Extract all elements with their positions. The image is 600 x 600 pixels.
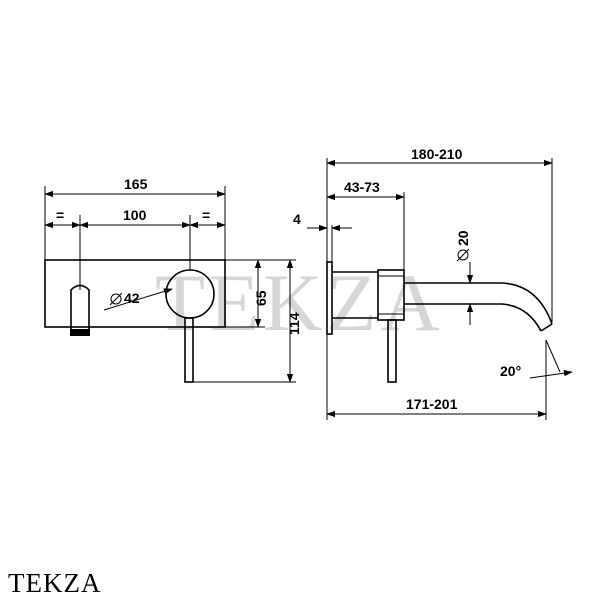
dim-plate-thickness: 4 [293, 211, 301, 227]
dim-centers: 100 [123, 207, 147, 223]
brand-logo-text: TEKZA [8, 568, 102, 598]
side-spout [404, 282, 553, 325]
side-view: 180-210 43-73 4 20 20° 171-201 [293, 146, 573, 420]
spout-outlet [70, 284, 90, 336]
dim-equal-right: = [202, 207, 210, 223]
dim-total-height: 114 [286, 312, 302, 335]
dim-equal-left: = [56, 207, 64, 223]
wall-plate [44, 259, 226, 328]
dim-total-length: 180-210 [411, 146, 463, 162]
dim-plate-height: 65 [253, 290, 269, 306]
front-view: 165 = 100 = 42 65 114 [44, 176, 302, 383]
watermark-text: TEKZA [155, 257, 444, 348]
side-lever [387, 319, 397, 383]
dim-spout-diameter: 20 [455, 230, 471, 246]
dim-spout-length: 171-201 [406, 396, 458, 412]
handle-lever [184, 317, 194, 383]
dim-handle-diameter: 42 [124, 290, 140, 306]
spout-aerator [70, 329, 90, 336]
dim-projection-range: 43-73 [344, 179, 380, 195]
diameter-symbol-icon [456, 248, 470, 262]
side-wall-plate [326, 261, 333, 335]
dim-overall-width: 165 [124, 176, 148, 192]
dim-angle: 20° [500, 363, 521, 379]
diameter-symbol-icon [109, 292, 123, 306]
